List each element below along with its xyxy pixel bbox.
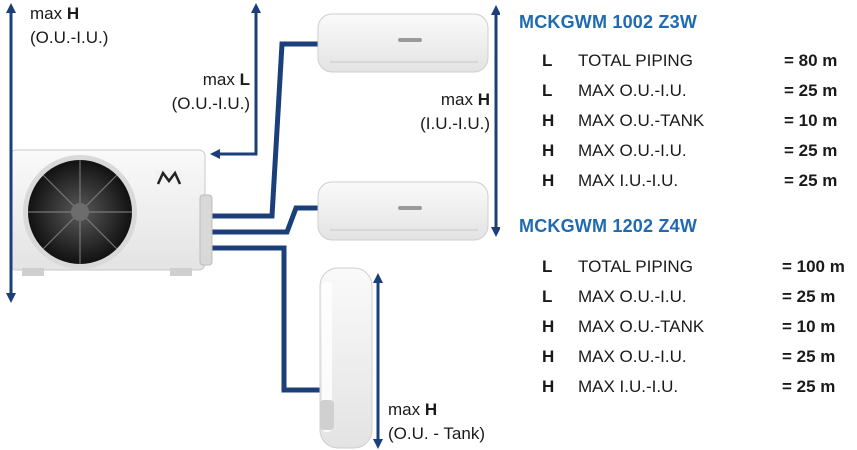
spec-row: H MAX O.U.-TANK = 10 m bbox=[542, 108, 857, 134]
spec-desc: TOTAL PIPING bbox=[578, 257, 693, 276]
spec-value: = 25 m bbox=[782, 347, 836, 366]
spec-desc: MAX I.U.-I.U. bbox=[578, 377, 679, 396]
label-letter: L bbox=[239, 70, 250, 89]
label-prefix: max bbox=[30, 4, 63, 23]
label-letter: H bbox=[424, 400, 438, 419]
model-title-1: MCKGWM 1002 Z3W bbox=[519, 12, 698, 32]
dimension-arrows bbox=[6, 2, 500, 449]
spec-code: L bbox=[542, 287, 553, 306]
spec-row: H MAX O.U.-I.U. = 25 m bbox=[542, 138, 857, 164]
spec-value: = 10 m bbox=[782, 317, 836, 336]
label-max-l-ou-iu: max L (O.U.-I.U.) bbox=[150, 68, 250, 116]
spec-value: = 25 m bbox=[782, 287, 836, 306]
label-note: (O.U. - Tank) bbox=[388, 424, 485, 443]
label-note: (O.U.-I.U.) bbox=[30, 28, 109, 47]
label-note: (O.U.-I.U.) bbox=[171, 94, 250, 113]
installation-diagram bbox=[6, 2, 500, 449]
refrigerant-piping bbox=[200, 41, 322, 393]
label-letter: H bbox=[66, 4, 80, 23]
spec-code: L bbox=[542, 257, 553, 276]
outdoor-unit bbox=[9, 149, 213, 276]
spec-code: H bbox=[542, 111, 555, 130]
water-tank bbox=[319, 267, 373, 449]
spec-desc: TOTAL PIPING bbox=[578, 51, 693, 70]
spec-row: L TOTAL PIPING = 80 m bbox=[542, 48, 857, 74]
model-title-2: MCKGWM 1202 Z4W bbox=[519, 216, 698, 236]
indoor-unit-2 bbox=[317, 181, 489, 241]
label-prefix: max bbox=[440, 90, 473, 109]
spec-code: H bbox=[542, 171, 555, 190]
spec-desc: MAX O.U.-I.U. bbox=[578, 287, 687, 306]
brand-logo bbox=[155, 170, 183, 186]
spec-code: H bbox=[542, 347, 555, 366]
spec-row: L TOTAL PIPING = 100 m bbox=[542, 254, 857, 280]
spec-desc: MAX O.U.-TANK bbox=[578, 111, 705, 130]
spec-code: H bbox=[542, 317, 555, 336]
spec-value: = 25 m bbox=[784, 171, 838, 190]
spec-desc: MAX O.U.-I.U. bbox=[578, 141, 687, 160]
spec-value: = 25 m bbox=[782, 377, 836, 396]
label-max-h-iu-iu: max H (I.U.-I.U.) bbox=[390, 88, 490, 136]
spec-row: H MAX I.U.-I.U. = 25 m bbox=[542, 168, 857, 194]
arrow-max-l-ou-iu bbox=[210, 2, 261, 159]
spec-desc: MAX O.U.-I.U. bbox=[578, 347, 687, 366]
spec-desc: MAX I.U.-I.U. bbox=[578, 171, 679, 190]
label-max-h-ou-tank: max H (O.U. - Tank) bbox=[388, 398, 485, 446]
spec-desc: MAX O.U.-I.U. bbox=[578, 81, 687, 100]
label-letter: H bbox=[477, 90, 490, 109]
spec-row: L MAX O.U.-I.U. = 25 m bbox=[542, 284, 857, 310]
label-note: (I.U.-I.U.) bbox=[420, 114, 490, 133]
spec-desc: MAX O.U.-TANK bbox=[578, 317, 705, 336]
label-prefix: max bbox=[388, 400, 421, 419]
label-prefix: max bbox=[202, 70, 235, 89]
spec-code: L bbox=[542, 81, 553, 100]
spec-code: H bbox=[542, 141, 555, 160]
spec-row: H MAX O.U.-TANK = 10 m bbox=[542, 314, 857, 340]
spec-value: = 25 m bbox=[784, 141, 838, 160]
indoor-unit-1 bbox=[317, 13, 489, 73]
spec-row: H MAX O.U.-I.U. = 25 m bbox=[542, 344, 857, 370]
spec-row: H MAX I.U.-I.U. = 25 m bbox=[542, 374, 857, 400]
spec-code: H bbox=[542, 377, 555, 396]
spec-row: L MAX O.U.-I.U. = 25 m bbox=[542, 78, 857, 104]
spec-value: = 80 m bbox=[784, 51, 838, 70]
spec-value: = 25 m bbox=[784, 81, 838, 100]
spec-value: = 100 m bbox=[782, 257, 845, 276]
label-max-h-ou-iu: max H (O.U.-I.U.) bbox=[30, 2, 108, 50]
spec-value: = 10 m bbox=[784, 111, 838, 130]
spec-code: L bbox=[542, 51, 553, 70]
